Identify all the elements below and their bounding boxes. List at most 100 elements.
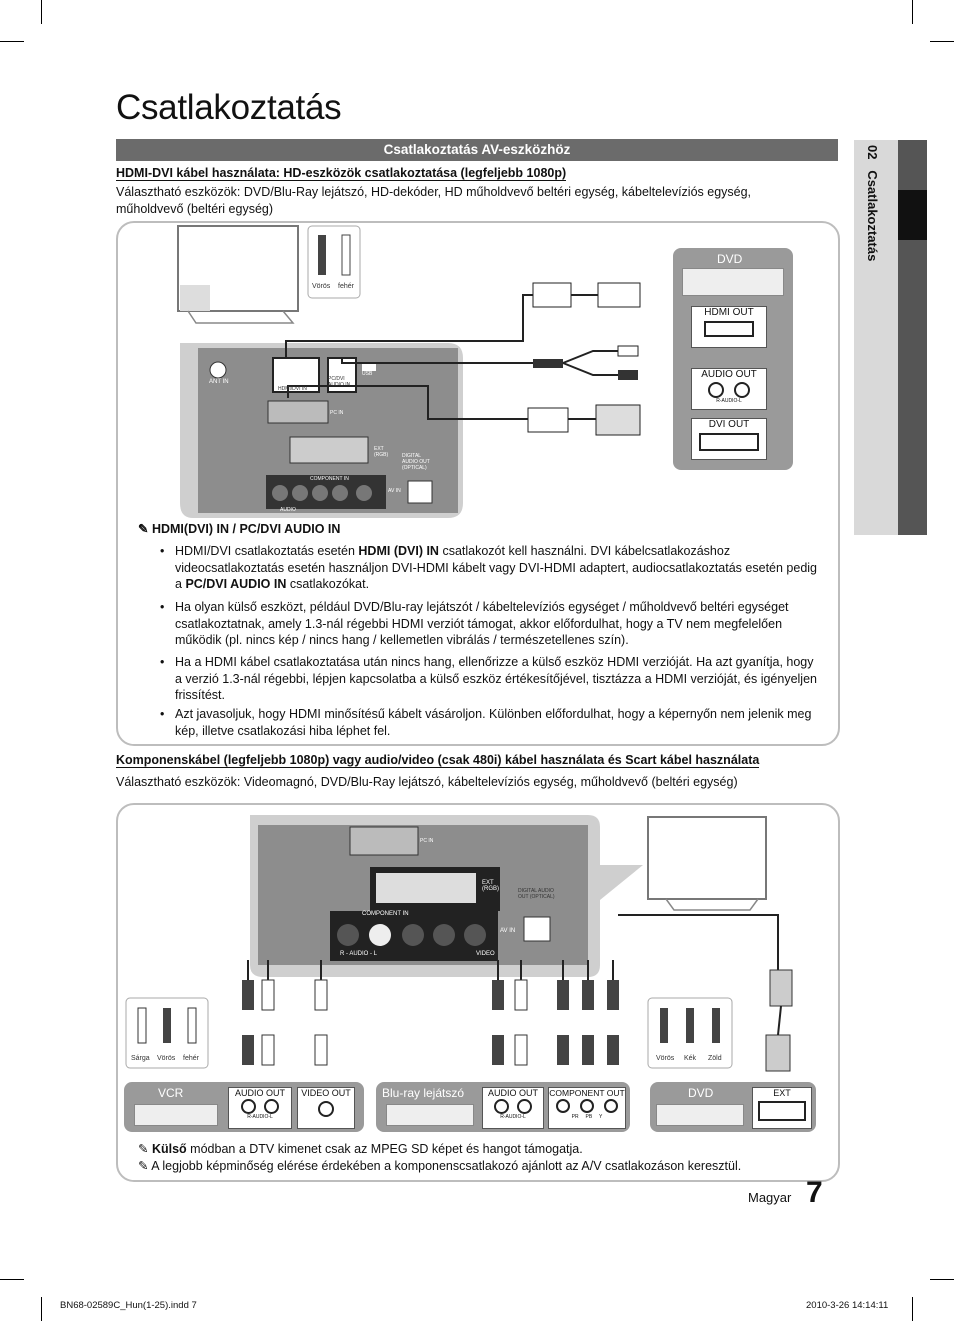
dvd-player-icon	[682, 268, 784, 296]
optical-port	[407, 480, 433, 504]
hdmi-out-label: HDMI OUT	[704, 307, 754, 318]
dvd-name: DVD	[717, 252, 743, 266]
bullet-text: Ha olyan külső eszközt, például DVD/Blu-…	[175, 600, 789, 647]
crop-mark	[912, 0, 913, 24]
legend-left-3: fehér	[183, 1055, 199, 1062]
hdmi-bullet-2: • Ha olyan külső eszközt, például DVD/Bl…	[160, 599, 820, 649]
tv-front	[647, 816, 767, 900]
usb-port	[362, 363, 376, 371]
hdmi-port-label: HDMI/DVI IN	[278, 386, 307, 392]
scart-cable	[618, 914, 779, 975]
crop-mark	[930, 41, 954, 42]
bullet-dot: •	[160, 655, 165, 669]
dvd2-ext: EXT	[752, 1087, 812, 1129]
bluray-audio-out-label: AUDIO OUT	[487, 1088, 538, 1098]
hdmi-diagram	[177, 225, 641, 518]
bluray-component-jacks	[554, 1099, 620, 1113]
bullet-text: csatlakozókat.	[286, 577, 370, 591]
vcr-video-jack	[318, 1101, 334, 1117]
vcr-icon	[134, 1104, 218, 1126]
side-tab-marker	[898, 190, 927, 240]
ext-label: EXT (RGB)	[482, 880, 499, 892]
audio-out-label: AUDIO OUT	[701, 369, 757, 380]
audio-label: R - AUDIO - L	[340, 951, 378, 957]
footer-timestamp: 2010-3-26 14:14:11	[806, 1300, 889, 1311]
red-plug	[318, 235, 326, 275]
scart-plug-1	[769, 969, 793, 1007]
av-label: AV IN	[388, 488, 401, 494]
vcr-audio-sub: R-AUDIO-L	[247, 1114, 273, 1120]
comp-label-pr: PR	[571, 1114, 579, 1120]
pc-in-port	[349, 826, 419, 856]
legend-left-1: Sárga	[131, 1055, 150, 1062]
dvi-out-port	[699, 433, 759, 451]
dvi-out-label: DVI OUT	[708, 419, 750, 430]
legend-left-2: Vörös	[157, 1055, 176, 1062]
hdmi-out-port	[704, 321, 754, 337]
legend-right-3: Zöld	[708, 1055, 722, 1062]
av-label: AV IN	[500, 928, 516, 934]
bullet-dot: •	[160, 707, 165, 721]
footer-language: Magyar	[748, 1190, 792, 1205]
hdmi-note-title-text: HDMI(DVI) IN / PC/DVI AUDIO IN	[151, 522, 341, 536]
crop-mark	[912, 1297, 913, 1321]
pcin-label: PC IN	[330, 410, 344, 416]
component-label: COMPONENT IN	[362, 911, 409, 917]
bullet-text: csatlakozót kell használni. DVI kábelcsa…	[175, 544, 817, 591]
vcr-cables	[247, 960, 322, 980]
legend-label-red: Vörös	[312, 283, 331, 290]
dvi-plug-1	[527, 407, 569, 433]
component-label: COMPONENT IN	[310, 476, 349, 482]
component-note-1: ✎ Külső módban a DTV kimenet csak az MPE…	[138, 1141, 583, 1158]
optical-port	[523, 916, 551, 942]
side-tab-text: Csatlakoztatás	[865, 170, 880, 262]
hdmi-heading: HDMI-DVI kábel használata: HD-eszközök c…	[116, 166, 567, 181]
crop-mark	[0, 41, 24, 42]
legend-right-2: Kék	[684, 1055, 697, 1062]
ext-label: EXT (RGB)	[374, 446, 389, 458]
pcin-label: PC IN	[420, 838, 434, 844]
side-tab-number: 02	[865, 145, 880, 160]
antin-label: ANT IN	[209, 379, 229, 385]
hdmi-note-title: ✎ HDMI(DVI) IN / PC/DVI AUDIO IN	[138, 521, 340, 538]
bluray-component-out: COMPONENT OUT PR PB Y	[548, 1087, 626, 1129]
white-plug	[341, 234, 351, 276]
hdmi-plug-2	[597, 282, 641, 308]
dvd2-name: DVD	[688, 1086, 714, 1100]
usb-label: USB	[362, 371, 373, 377]
hdmi-bullet-3: • Ha a HDMI kábel csatlakoztatása után n…	[160, 654, 820, 704]
video-label: VIDEO	[476, 951, 495, 957]
crop-mark	[930, 1279, 954, 1280]
note-text: A legjobb képminőség elérése érdekében a…	[151, 1159, 742, 1173]
note-pencil-icon: ✎	[138, 522, 149, 536]
footer-file: BN68-02589C_Hun(1-25).indd 7	[60, 1300, 197, 1311]
dvi-cable	[287, 385, 528, 420]
bullet-text: Ha a HDMI kábel csatlakoztatása után nin…	[175, 655, 817, 702]
page-title: Csatlakoztatás	[116, 88, 342, 127]
dvd2-ext-label: EXT	[773, 1088, 791, 1098]
crop-mark	[0, 1279, 24, 1280]
audio-out-sub: R-AUDIO-L	[716, 398, 742, 404]
audio-out-jacks	[707, 382, 751, 398]
vcr-audio-jacks	[240, 1099, 280, 1114]
tv-stand	[187, 310, 295, 324]
ext-port	[289, 436, 369, 464]
vcr-video-out-label: VIDEO OUT	[301, 1088, 351, 1098]
component-note-2: ✎ A legjobb képminőség elérése érdekében…	[138, 1158, 741, 1175]
tv-stand	[665, 898, 759, 911]
vcr-audio-out-label: AUDIO OUT	[234, 1088, 285, 1098]
section-bar: Csatlakoztatás AV-eszközhöz	[116, 139, 838, 161]
dvi-out-box: DVI OUT	[691, 418, 767, 460]
note-text: módban a DTV kimenet csak az MPEG SD kép…	[186, 1142, 583, 1156]
bluray-component-out-label: COMPONENT OUT	[549, 1088, 625, 1098]
note-bold: Külső	[151, 1142, 187, 1156]
bluray-audio-jacks	[493, 1099, 533, 1114]
audio-out-box: AUDIO OUT R-AUDIO-L	[691, 368, 767, 410]
note-pencil-icon: ✎	[138, 1142, 149, 1156]
audio-cable	[341, 358, 533, 364]
note-pencil-icon: ✎	[138, 1159, 149, 1173]
bluray-name: Blu-ray lejátszó	[382, 1086, 465, 1100]
vcr-audio-out: AUDIO OUT R-AUDIO-L	[228, 1087, 292, 1129]
bluray-audio-out: AUDIO OUT R-AUDIO-L	[482, 1087, 544, 1129]
bullet-text: Azt javasoljuk, hogy HDMI minősítésű káb…	[175, 707, 812, 738]
